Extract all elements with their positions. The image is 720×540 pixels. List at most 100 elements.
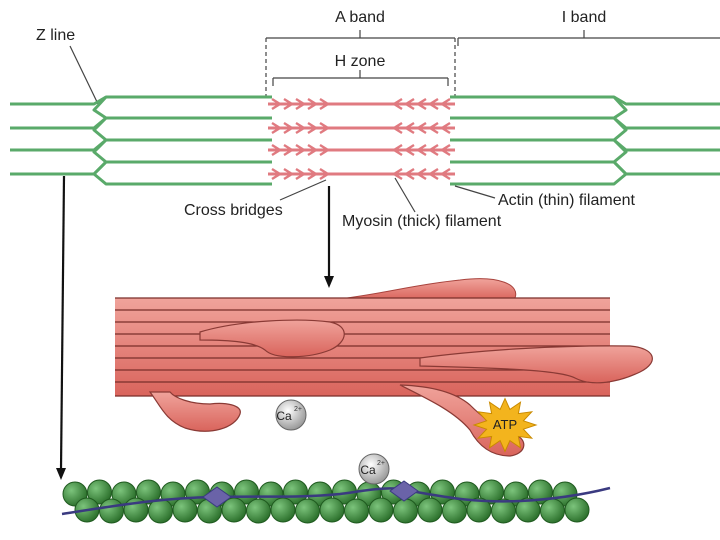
cross-bridge <box>439 97 451 111</box>
actin-bead <box>172 497 198 523</box>
thick-filament <box>268 167 455 181</box>
cross-bridge <box>271 121 283 135</box>
h-zone-label: H zone <box>335 53 386 70</box>
myosin-closeup <box>115 278 653 457</box>
actin-bead <box>221 497 247 523</box>
thick-filament <box>268 143 455 157</box>
actin-bead <box>393 498 418 524</box>
cross-bridge <box>427 167 439 181</box>
atp-starburst-icon: ATP <box>472 397 538 453</box>
cross-bridge <box>319 167 331 181</box>
thick-filaments <box>268 97 455 181</box>
thin-filament-row <box>612 116 628 142</box>
actin-bead <box>368 497 394 523</box>
actin-bead <box>319 497 345 523</box>
actin-bead <box>344 498 369 524</box>
thin-filament-row <box>612 138 628 164</box>
myosin-head <box>329 278 517 301</box>
myosin-tail-bundle <box>115 298 610 396</box>
thin-filament-row <box>450 160 628 186</box>
cross-bridge <box>439 143 451 157</box>
cross-bridge <box>271 167 283 181</box>
cross-bridge <box>319 97 331 111</box>
i-band-label: I band <box>562 9 606 26</box>
calcium-ion-icon: Ca 2+ <box>275 399 307 431</box>
cross-bridge <box>439 121 451 135</box>
cross-bridge <box>283 167 295 181</box>
cross-bridge <box>307 121 319 135</box>
actin-bead <box>540 498 565 524</box>
atp-label: ATP <box>493 417 517 432</box>
cross-bridge <box>295 143 307 157</box>
myosin-head <box>199 319 345 358</box>
cross-bridge <box>295 167 307 181</box>
cross-bridges-label: Cross bridges <box>184 202 283 219</box>
cross-bridge <box>307 97 319 111</box>
thin-filament-row <box>450 95 720 106</box>
thin-filament-row <box>92 160 272 186</box>
thin-filament-row <box>450 138 720 152</box>
cross-bridge <box>319 143 331 157</box>
z-line-pointer <box>69 45 99 105</box>
myosin-filament-pointer <box>394 177 416 213</box>
thin-filament-row <box>10 138 272 152</box>
zoom-arrow-actin <box>56 175 66 480</box>
actin-bead <box>466 497 492 523</box>
thin-filament-row <box>450 160 720 176</box>
cross-bridge <box>307 167 319 181</box>
calcium-label: Ca <box>360 463 376 477</box>
tropomyosin-strand <box>61 486 611 516</box>
cross-bridge <box>307 143 319 157</box>
actin-bead <box>87 479 112 505</box>
cross-bridge <box>283 121 295 135</box>
calcium-ion-icon: Ca 2+ <box>358 453 390 485</box>
cross-bridge <box>415 143 427 157</box>
calcium-label: Ca <box>276 409 292 423</box>
cross-bridge <box>391 143 403 157</box>
thick-filament <box>268 121 455 135</box>
i-band-bracket <box>457 30 720 46</box>
actin-bead <box>283 479 308 505</box>
cross-bridge <box>439 167 451 181</box>
cross-bridge <box>295 97 307 111</box>
cross-bridge <box>391 121 403 135</box>
calcium-charge: 2+ <box>294 406 302 413</box>
troponin-complex <box>389 480 419 502</box>
a-band-bracket <box>265 30 456 100</box>
actin-bead <box>564 497 590 523</box>
actin-bead <box>148 498 173 524</box>
actin-filament-pointer <box>454 185 496 199</box>
cross-bridge <box>403 97 415 111</box>
h-zone-bracket <box>272 70 449 86</box>
cross-bridge <box>295 121 307 135</box>
cross-bridge <box>283 97 295 111</box>
cross-bridge <box>415 121 427 135</box>
cross-bridge <box>415 97 427 111</box>
thin-filament-row <box>612 95 628 120</box>
cross-bridges-pointer <box>279 179 327 201</box>
actin-bead <box>270 497 296 523</box>
thick-filament <box>268 97 455 111</box>
z-line-label: Z line <box>36 27 75 44</box>
actin-filament-label: Actin (thin) filament <box>498 192 635 209</box>
thin-filament-row <box>450 116 720 130</box>
cross-bridge <box>271 143 283 157</box>
actin-bead <box>246 498 271 524</box>
actin-bead <box>442 498 467 524</box>
myosin-head <box>148 391 241 432</box>
thin-filament-row <box>10 95 272 106</box>
cross-bridge <box>427 97 439 111</box>
actin-bead <box>234 479 259 505</box>
myosin-filament-label: Myosin (thick) filament <box>342 213 502 230</box>
thin-filament-row <box>92 95 108 120</box>
cross-bridge <box>319 121 331 135</box>
actin-bead <box>479 479 504 505</box>
cross-bridge <box>391 97 403 111</box>
a-band-label: A band <box>335 9 385 26</box>
myosin-head <box>419 345 653 384</box>
thin-filament-row <box>10 116 272 130</box>
actin-closeup <box>61 479 611 524</box>
actin-bead <box>515 497 541 523</box>
actin-bead <box>295 498 320 524</box>
